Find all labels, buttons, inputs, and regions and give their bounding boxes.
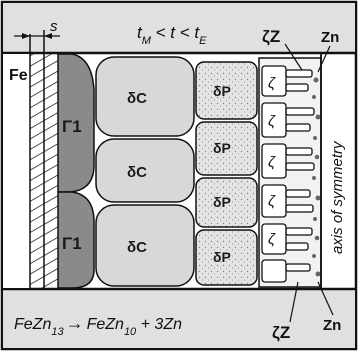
axis-of-symmetry-label: axis of symmetry (329, 140, 346, 254)
delta-p-label-4: δP (213, 249, 231, 265)
delta-c-label-3: δC (127, 239, 147, 256)
zeta-label-5: ζ (268, 231, 276, 248)
delta-p-label-2: δP (213, 140, 231, 156)
zeta-label-1: ζ (268, 75, 276, 92)
zeta-label-2: ζ (268, 113, 276, 130)
fe-substrate (3, 54, 30, 288)
zn-top-label: Zn (321, 29, 339, 46)
delta-p-label-1: δP (213, 83, 231, 99)
delta-c-label-1: δC (127, 90, 147, 107)
gamma1-lower-label: Γ1 (62, 234, 82, 253)
s-label: s (50, 18, 58, 35)
delta-p-label-3: δP (213, 194, 231, 210)
zeta-label-4: ζ (268, 193, 276, 210)
zeta-z-bottom-label: ζZ (272, 323, 290, 342)
fe-label: Fe (9, 67, 28, 84)
zeta-label-3: ζ (268, 154, 276, 171)
zeta-cell-6 (262, 260, 286, 282)
zeta-z-top-label: ζZ (262, 27, 280, 46)
delta-c-label-2: δC (127, 164, 147, 181)
gamma1-upper-label: Γ1 (62, 117, 82, 136)
zn-bottom-label: Zn (323, 317, 341, 334)
